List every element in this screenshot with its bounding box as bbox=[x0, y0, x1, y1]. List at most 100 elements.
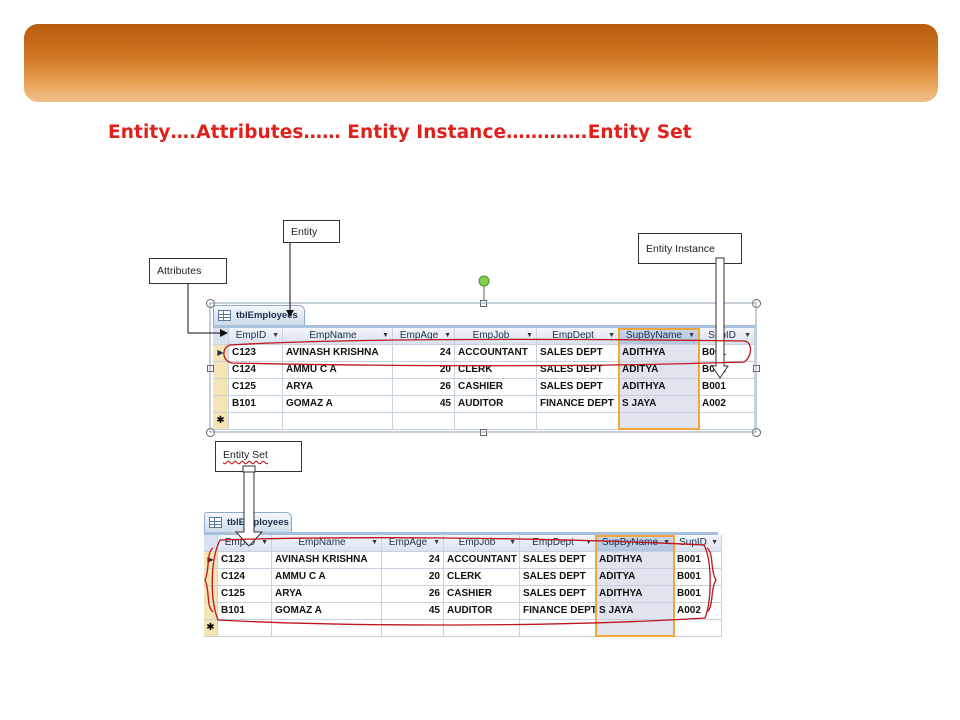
filter-dropdown-icon[interactable]: ▼ bbox=[688, 332, 695, 339]
new-record-cell[interactable] bbox=[699, 413, 755, 430]
column-header-empjob[interactable]: EmpJob ▼ bbox=[455, 328, 537, 345]
cell-empid[interactable]: C123 bbox=[218, 552, 272, 569]
cell-empname[interactable]: AMMU C A bbox=[283, 362, 393, 379]
tab-strip bbox=[204, 532, 718, 536]
cell-empage[interactable]: 24 bbox=[393, 345, 455, 362]
left-brace bbox=[204, 547, 214, 613]
cell-empjob[interactable]: AUDITOR bbox=[455, 396, 537, 413]
cell-empage[interactable]: 20 bbox=[382, 569, 444, 586]
entity-instance-callout-label: Entity Instance bbox=[646, 242, 715, 255]
filter-dropdown-icon[interactable]: ▼ bbox=[272, 332, 279, 339]
column-header-label: EmpJob bbox=[458, 537, 496, 548]
attributes-callout: Attributes bbox=[149, 258, 227, 284]
cell-empname[interactable]: GOMAZ A bbox=[272, 603, 382, 620]
entity-instance-outline bbox=[223, 338, 752, 367]
cell-supid[interactable]: A002 bbox=[699, 396, 755, 413]
cell-empid[interactable]: C124 bbox=[229, 362, 283, 379]
filter-dropdown-icon[interactable]: ▼ bbox=[526, 332, 533, 339]
slide-title: Entity….Attributes…… Entity Instance…………… bbox=[108, 122, 692, 143]
new-record-cell[interactable] bbox=[393, 413, 455, 430]
table-tab-label: tblEmployees bbox=[236, 310, 298, 321]
filter-dropdown-icon[interactable]: ▼ bbox=[711, 539, 718, 546]
table-tab[interactable]: tblEmployees bbox=[213, 305, 305, 325]
filter-dropdown-icon[interactable]: ▼ bbox=[509, 539, 516, 546]
filter-dropdown-icon[interactable]: ▼ bbox=[744, 332, 751, 339]
record-selector[interactable] bbox=[213, 362, 229, 379]
cell-empjob[interactable]: ACCOUNTANT bbox=[455, 345, 537, 362]
entity-set-outline bbox=[211, 537, 711, 626]
cell-empid[interactable]: B101 bbox=[229, 396, 283, 413]
cell-empname[interactable]: AVINASH KRISHNA bbox=[283, 345, 393, 362]
filter-dropdown-icon[interactable]: ▼ bbox=[444, 332, 451, 339]
cell-empname[interactable]: ARYA bbox=[283, 379, 393, 396]
filter-dropdown-icon[interactable]: ▼ bbox=[261, 539, 268, 546]
attributes-arrow-head bbox=[220, 329, 228, 337]
cell-empid[interactable]: B101 bbox=[218, 603, 272, 620]
rotation-handle bbox=[478, 275, 490, 287]
new-record-cell[interactable] bbox=[674, 620, 722, 637]
cell-empid[interactable]: C124 bbox=[218, 569, 272, 586]
filter-dropdown-icon[interactable]: ▼ bbox=[371, 539, 378, 546]
title-banner bbox=[24, 24, 938, 102]
cell-empid[interactable]: C123 bbox=[229, 345, 283, 362]
new-record-selector[interactable]: ✱ bbox=[213, 413, 229, 430]
entity-instance-callout: Entity Instance bbox=[638, 233, 742, 264]
selection-frame bbox=[209, 302, 757, 433]
column-header-empage[interactable]: EmpAge ▼ bbox=[393, 328, 455, 345]
column-header-label: EmpDept bbox=[532, 537, 574, 548]
entity-set-arrow bbox=[234, 471, 264, 547]
column-header-label: EmpAge bbox=[388, 537, 428, 548]
entity-set-arrow-cap bbox=[242, 465, 256, 473]
column-header-label: SupByName bbox=[625, 330, 683, 341]
cell-empname[interactable]: GOMAZ A bbox=[283, 396, 393, 413]
new-record-cell[interactable] bbox=[455, 413, 537, 430]
cell-empage[interactable]: 45 bbox=[393, 396, 455, 413]
cell-empname[interactable]: AMMU C A bbox=[272, 569, 382, 586]
filter-dropdown-icon[interactable]: ▼ bbox=[433, 539, 440, 546]
column-header-empage[interactable]: EmpAge ▼ bbox=[382, 535, 444, 552]
entity-callout-label: Entity bbox=[291, 225, 318, 238]
column-header-empname[interactable]: EmpName▼ bbox=[272, 535, 382, 552]
new-record-cell[interactable] bbox=[229, 413, 283, 430]
column-header-empid[interactable]: EmpID▼ bbox=[229, 328, 283, 345]
cell-supid[interactable]: B001 bbox=[674, 552, 722, 569]
cell-supid[interactable]: B001 bbox=[699, 345, 755, 362]
cell-empname[interactable]: ARYA bbox=[272, 586, 382, 603]
tab-strip bbox=[213, 325, 755, 329]
new-record-cell[interactable] bbox=[218, 620, 272, 637]
cell-empage[interactable]: 45 bbox=[382, 603, 444, 620]
new-record-selector[interactable]: ✱ bbox=[204, 620, 218, 637]
cell-empage[interactable]: 24 bbox=[382, 552, 444, 569]
cell-empjob[interactable]: CASHIER bbox=[455, 379, 537, 396]
entity-arrow-head bbox=[286, 310, 294, 317]
datasheet-bottom[interactable]: tblEmployees EmpID▼EmpName▼EmpAge▼EmpJob… bbox=[204, 512, 722, 637]
column-header-label: SupID bbox=[679, 537, 707, 548]
datasheet-top[interactable]: tblEmployees EmpID▼EmpName▼EmpAge▼EmpJob… bbox=[213, 305, 755, 431]
column-header-label: EmpAge bbox=[399, 330, 439, 341]
attributes-callout-label: Attributes bbox=[157, 265, 202, 277]
cell-supid[interactable]: B001 bbox=[699, 379, 755, 396]
filter-dropdown-icon[interactable]: ▼ bbox=[585, 539, 592, 546]
new-record-cell[interactable] bbox=[283, 413, 393, 430]
table-icon bbox=[209, 517, 222, 528]
cell-empjob[interactable]: CASHIER bbox=[444, 586, 520, 603]
attributes-arrow bbox=[187, 284, 222, 334]
record-selector[interactable] bbox=[213, 379, 229, 396]
cell-empjob[interactable]: CLERK bbox=[444, 569, 520, 586]
cell-empjob[interactable]: AUDITOR bbox=[444, 603, 520, 620]
filter-dropdown-icon[interactable]: ▼ bbox=[663, 539, 670, 546]
cell-empjob[interactable]: ACCOUNTANT bbox=[444, 552, 520, 569]
cell-empid[interactable]: C125 bbox=[218, 586, 272, 603]
filter-dropdown-icon[interactable]: ▼ bbox=[608, 332, 615, 339]
entity-set-callout-label: Entity Set bbox=[223, 449, 268, 461]
cell-empage[interactable]: 26 bbox=[382, 586, 444, 603]
column-header-label: EmpJob bbox=[472, 330, 510, 341]
table-icon bbox=[218, 310, 231, 321]
record-selector[interactable] bbox=[213, 396, 229, 413]
cell-empname[interactable]: AVINASH KRISHNA bbox=[272, 552, 382, 569]
cell-empage[interactable]: 26 bbox=[393, 379, 455, 396]
filter-dropdown-icon[interactable]: ▼ bbox=[382, 332, 389, 339]
cell-empid[interactable]: C125 bbox=[229, 379, 283, 396]
column-header-supid[interactable]: SupID ▼ bbox=[674, 535, 722, 552]
